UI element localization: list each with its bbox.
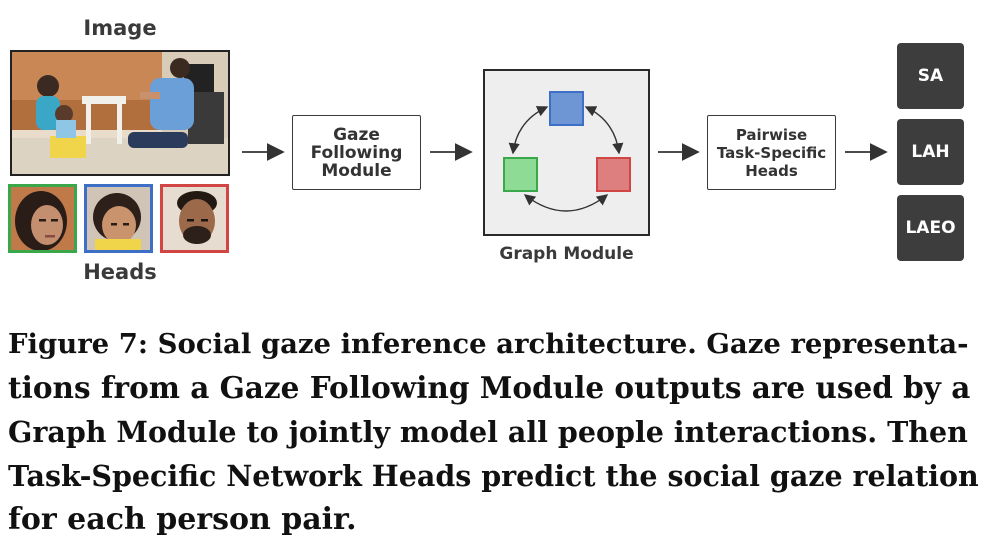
heads-module-line-1: Pairwise (735, 125, 808, 144)
child-face-illustration (87, 187, 150, 250)
figure-caption: Figure 7: Social gaze inference architec… (8, 322, 983, 542)
heads-label: Heads (83, 260, 157, 284)
gaze-module-line-3: Module (321, 160, 392, 181)
caption-line-4: Task-Specific Network Heads predict the … (8, 459, 979, 493)
caption-line-3: Graph Module to jointly model all people… (8, 415, 968, 449)
heads-module-line-2: Task-Specific (716, 143, 827, 162)
gaze-module-line-1: Gaze (333, 124, 380, 145)
woman-face-illustration (11, 187, 74, 250)
pairwise-heads-module: Pairwise Task-Specific Heads (707, 115, 836, 190)
graph-module-box (483, 69, 650, 236)
graph-module-label: Graph Module (499, 244, 634, 264)
head-crop-man (160, 184, 229, 253)
edge-left-right (523, 194, 609, 212)
gaze-module-line-2: Following (310, 142, 403, 163)
scene-photo (10, 50, 230, 176)
output-sa: SA (897, 43, 964, 109)
edge-top-right (584, 106, 624, 155)
heads-module-line-3: Heads (745, 161, 798, 180)
caption-line-5: for each person pair. (8, 502, 357, 537)
output-laeo: LAEO (897, 195, 964, 261)
image-label: Image (83, 16, 157, 40)
caption-line-2: tions from a Gaze Following Module outpu… (8, 370, 971, 405)
man-face-illustration (163, 187, 226, 250)
graph-node-left (503, 157, 538, 192)
graph-node-top (549, 91, 584, 126)
graph-module-diagram (503, 91, 631, 212)
gaze-following-module: Gaze Following Module (292, 115, 421, 190)
output-lah: LAH (897, 119, 964, 185)
scene-illustration (12, 52, 228, 174)
head-crop-woman (8, 184, 77, 253)
edge-top-left (508, 106, 549, 155)
graph-node-right (596, 157, 631, 192)
flow-arrows (242, 143, 888, 161)
head-crop-child (84, 184, 153, 253)
caption-line-1: Figure 7: Social gaze inference architec… (8, 328, 969, 360)
